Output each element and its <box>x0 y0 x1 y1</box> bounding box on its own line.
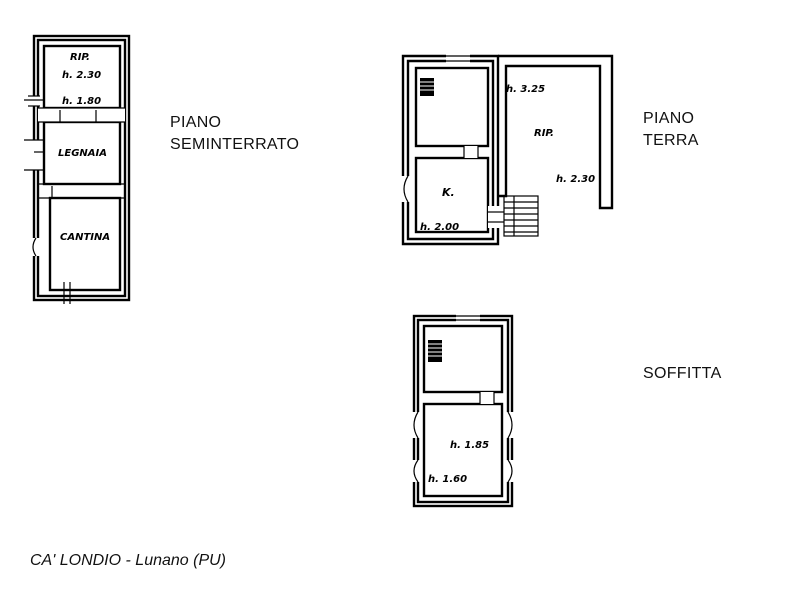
terra-main-outer-wall <box>401 54 500 246</box>
terra-rip-label: RIP. <box>534 128 554 139</box>
label-piano-terra: PIANO TERRA <box>643 108 699 152</box>
terra-kitchen-height: h. 2.00 <box>420 222 459 233</box>
terra-kitchen-label: K. <box>442 186 455 199</box>
terra-top-height: h. 3.25 <box>506 84 545 95</box>
seminterrato-legnaia-height: h. 1.80 <box>62 96 101 107</box>
terra-rip-annex-wall <box>498 54 614 210</box>
caption-location: CA' LONDIO - Lunano (PU) <box>30 552 227 569</box>
terra-staircase <box>503 195 539 237</box>
terra-upper-stair <box>420 78 434 96</box>
cantina-room-wall <box>48 196 122 292</box>
terra-rip-height: h. 2.30 <box>556 174 595 185</box>
seminterrato-rip-height: h. 2.30 <box>62 70 101 81</box>
terra-kitchen-wall <box>414 156 490 234</box>
plan-terra: h. 3.25 RIP. h. 2.30 K. h. 2.00 <box>400 52 614 246</box>
soffitta-height-upper: h. 1.85 <box>450 440 489 451</box>
soffitta-stair <box>428 340 442 362</box>
label-piano-terra-line2: TERRA <box>643 132 699 149</box>
label-piano-seminterrato: PIANO SEMINTERRATO <box>170 112 299 156</box>
seminterrato-cantina-label: CANTINA <box>60 232 110 243</box>
plan-seminterrato: RIP. h. 2.30 h. 1.80 LEGNAIA CANTINA <box>24 34 131 304</box>
label-soffitta: SOFFITTA <box>643 365 722 382</box>
label-piano-seminterrato-line1: PIANO <box>170 114 222 131</box>
seminterrato-legnaia-label: LEGNAIA <box>58 148 107 159</box>
label-piano-terra-line1: PIANO <box>643 110 695 127</box>
soffitta-lower-room-wall <box>422 402 504 498</box>
seminterrato-rip-label: RIP. <box>70 52 90 63</box>
soffitta-height-lower: h. 1.60 <box>428 474 467 485</box>
label-piano-seminterrato-line2: SEMINTERRATO <box>170 136 300 153</box>
plan-soffitta: h. 1.85 h. 1.60 <box>410 312 516 508</box>
